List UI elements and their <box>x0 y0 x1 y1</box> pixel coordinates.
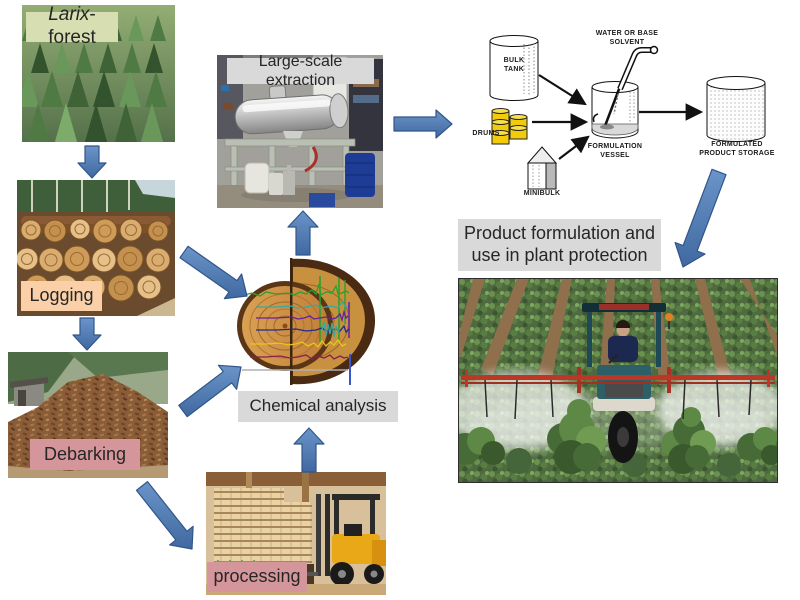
product-formulation-line1: Product formulation and <box>463 223 656 244</box>
arrow-extraction-to-formulation <box>393 109 453 139</box>
tree-disc-chromatogram <box>237 258 376 385</box>
arrow-debarking-to-analysis <box>178 364 242 418</box>
left-disc <box>237 281 333 371</box>
split-line <box>290 258 293 385</box>
formulation-diagram-art <box>489 35 766 190</box>
processing-label: processing <box>207 562 307 592</box>
debarking-label: Debarking <box>30 439 140 470</box>
log-ends <box>17 218 171 302</box>
large-scale-extraction-label: Large-scale extraction <box>227 53 374 89</box>
formulation-vessel-shape <box>591 67 639 139</box>
forest-label: Larix-forest <box>26 4 118 48</box>
formulation-vessel-label: FORMULATION VESSEL <box>587 143 643 159</box>
vineyard-sprayer-illustration <box>459 279 777 482</box>
faucet-shape <box>613 45 659 115</box>
formulated-product-storage-label: FORMULATED PRODUCT STORAGE <box>699 141 775 157</box>
drums-label: DRUMS <box>472 130 500 137</box>
formulation-diagram: WATER OR BASE SOLVENT BULK TANK DRUMS MI… <box>462 10 795 210</box>
sky-patch <box>135 180 175 198</box>
forklift <box>302 494 386 586</box>
vineyard-sprayer-photo <box>458 278 778 483</box>
shed <box>10 377 48 406</box>
chemical-analysis-label: Chemical analysis <box>238 391 398 422</box>
arrow-forest-to-logging <box>77 145 107 179</box>
minibulk-label: MINIBULK <box>523 190 561 197</box>
lumber-stack <box>214 488 284 574</box>
forest-label-genus: Larix <box>48 4 90 26</box>
chromatogram-traces <box>239 276 351 385</box>
red-hose <box>304 146 318 173</box>
drums-shape <box>491 108 528 145</box>
arrow-processing-to-analysis <box>293 427 325 473</box>
forest-label-suffix: -forest <box>48 4 96 48</box>
bulk-tank-shape <box>489 35 539 101</box>
arrow-logging-to-debarking <box>72 317 102 351</box>
bulk-tank-label: BULK TANK <box>503 57 525 73</box>
tree-trunks <box>31 180 130 212</box>
water-or-base-solvent-label: WATER OR BASE SOLVENT <box>595 30 659 46</box>
diagram-arrows <box>532 74 704 160</box>
minibulk-shape <box>526 146 558 190</box>
extraction-vessel <box>234 85 349 135</box>
storage-tank-shape <box>706 76 766 142</box>
product-formulation-line2: use in plant protection <box>471 245 648 265</box>
tractor <box>461 303 775 463</box>
product-formulation-label: Product formulation and use in plant pro… <box>458 219 661 271</box>
logging-label: Logging <box>21 281 102 311</box>
arrow-debarking-to-processing <box>135 481 194 550</box>
drop-tubes <box>484 379 752 420</box>
chemical-analysis-image <box>236 254 436 394</box>
spray-boom <box>461 375 775 380</box>
arrow-analysis-to-extraction <box>287 210 319 256</box>
ground <box>137 298 175 316</box>
